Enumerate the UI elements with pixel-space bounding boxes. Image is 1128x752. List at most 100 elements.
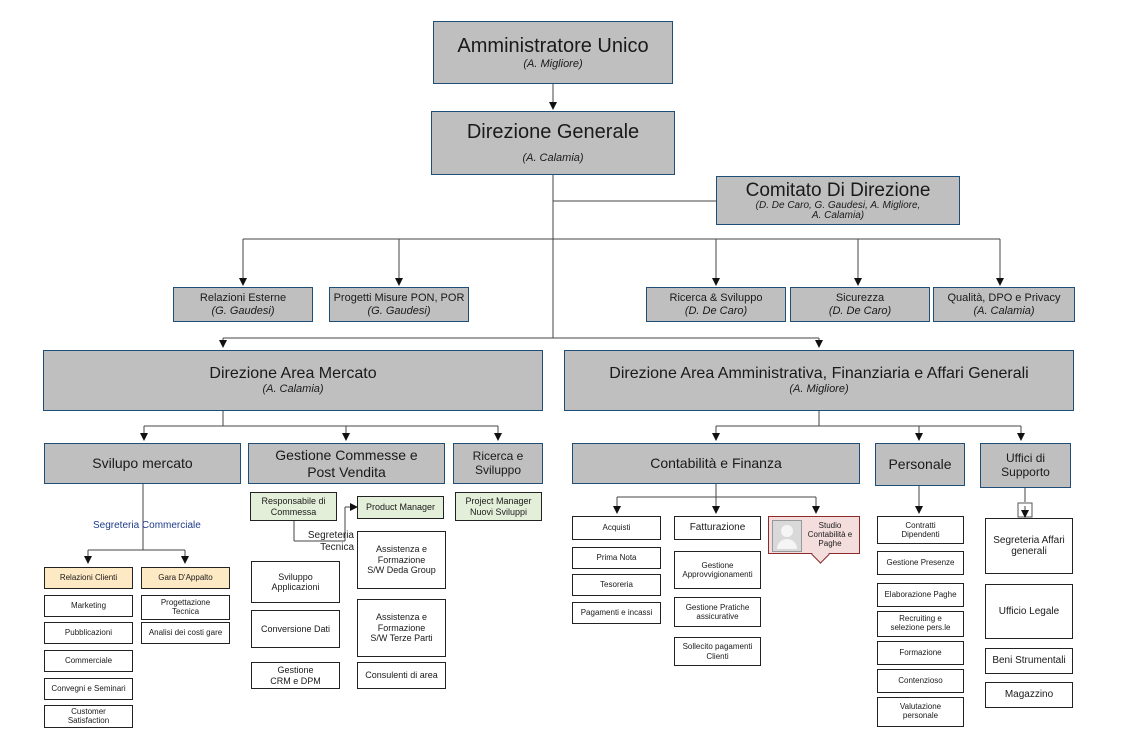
staff-progetti-pon: Progetti Misure PON, POR (G. Gaudesi) xyxy=(329,287,469,322)
studio-contabilita-label: Studio Contabilità e Paghe xyxy=(807,521,853,549)
commesse-title-1: Gestione Commesse e xyxy=(275,447,418,464)
staff-sicurezza: Sicurezza (D. De Caro) xyxy=(790,287,930,322)
comitato-title: Comitato Di Direzione xyxy=(745,179,931,201)
relazioni-clienti-box: Relazioni Clienti xyxy=(44,567,133,589)
valutazione-personale-box: Valutazione personale xyxy=(877,697,964,727)
contratti-dipendenti-box: Contratti Dipendenti xyxy=(877,516,964,544)
list-item-label: Pubblicazioni xyxy=(64,628,113,638)
analisi-costi-box: Analisi dei costi gare xyxy=(141,622,230,644)
responsabile-label-2: Commessa xyxy=(270,506,317,517)
gara-appalto-box: Gara D'Appalto xyxy=(141,567,230,589)
commesse-box: Gestione Commesse e Post Vendita xyxy=(248,443,445,484)
assistenza-terze-box: Assistenza e Formazione S/W Terze Parti xyxy=(357,599,446,657)
area-mercato-box: Direzione Area Mercato (A. Calamia) xyxy=(43,350,543,411)
admin-box: Amministratore Unico (A. Migliore) xyxy=(433,21,673,84)
contabilita-box: Contabilità e Finanza xyxy=(572,443,860,484)
sviluppo-applicazioni-box: Sviluppo Applicazioni xyxy=(251,561,340,603)
comitato-box: Comitato Di Direzione (D. De Caro, G. Ga… xyxy=(716,176,960,225)
segreteria-tecnica-2: Tecnica xyxy=(320,541,354,553)
list-item-label: Commerciale xyxy=(64,656,113,666)
area-amministrativa-title: Direzione Area Amministrativa, Finanziar… xyxy=(609,364,1029,382)
staff-ricerca-sviluppo: Ricerca & Sviluppo (D. De Caro) xyxy=(646,287,786,322)
list-item-label: Gestione Pratiche assicurative xyxy=(685,602,750,621)
dg-box: Direzione Generale (A. Calamia) xyxy=(431,111,675,175)
ricerca-title-1: Ricerca e xyxy=(472,448,524,463)
gestione-presenze-box: Gestione Presenze xyxy=(877,551,964,575)
pubblicazioni-box: Pubblicazioni xyxy=(44,622,133,644)
list-item-label: Sollecito pagamenti Clienti xyxy=(682,642,753,661)
dg-name: (A. Calamia) xyxy=(522,152,584,165)
personale-box: Personale xyxy=(875,443,965,486)
assistenza-terze-3: S/W Terze Parti xyxy=(370,633,433,644)
ufficio-legale-box: Ufficio Legale xyxy=(985,584,1073,639)
staff-title: Ricerca & Sviluppo xyxy=(669,291,763,304)
project-manager-1: Project Manager xyxy=(465,496,532,507)
product-manager-box: Product Manager xyxy=(357,496,444,519)
studio-contabilita-box: Studio Contabilità e Paghe xyxy=(768,516,860,564)
list-item-label: Gestione Approvvigionamenti xyxy=(682,560,753,579)
person-placeholder-icon xyxy=(772,520,802,552)
list-item-label: Tesoreria xyxy=(600,580,633,590)
list-item-label: Acquisti xyxy=(602,523,631,533)
commerciale-box: Commerciale xyxy=(44,650,133,672)
list-item-label: Prima Nota xyxy=(596,553,637,563)
segreteria-commerciale-label: Segreteria Commerciale xyxy=(93,520,201,531)
pagamenti-incassi-box: Pagamenti e incassi xyxy=(572,602,661,624)
sviluppo-mercato-title: Svilupo mercato xyxy=(92,455,193,472)
admin-name: (A. Migliore) xyxy=(523,57,583,70)
formazione-box: Formazione xyxy=(877,641,964,665)
assistenza-deda-box: Assistenza e Formazione S/W Deda Group xyxy=(357,531,446,589)
ricerca-title-2: Sviluppo xyxy=(474,462,522,477)
fatturazione-label: Fatturazione xyxy=(689,522,746,534)
gara-appalto-label: Gara D'Appalto xyxy=(158,573,213,583)
area-mercato-title: Direzione Area Mercato xyxy=(209,364,377,382)
fatturazione-box: Fatturazione xyxy=(674,516,761,540)
dg-title: Direzione Generale xyxy=(466,121,640,144)
list-item-label: Progettazione Tecnica xyxy=(160,597,211,616)
staff-title: Qualità, DPO e Privacy xyxy=(947,291,1061,304)
assistenza-terze-2: Formazione xyxy=(377,622,426,633)
convegni-box: Convegni e Seminari xyxy=(44,678,133,700)
staff-title: Sicurezza xyxy=(835,291,885,304)
elaborazione-paghe-box: Elaborazione Paghe xyxy=(877,583,964,607)
admin-title: Amministratore Unico xyxy=(457,34,649,57)
product-manager-label: Product Manager xyxy=(365,502,436,513)
uffici-supporto-box: Uffici di Supporto xyxy=(980,443,1071,488)
assistenza-deda-1: Assistenza e xyxy=(375,544,428,555)
list-item-label: Conversione Dati xyxy=(260,623,331,634)
gestione-crm-box: Gestione CRM e DPM xyxy=(251,662,340,689)
contabilita-title: Contabilità e Finanza xyxy=(650,455,782,472)
sviluppo-mercato-box: Svilupo mercato xyxy=(44,443,241,484)
area-mercato-name: (A. Calamia) xyxy=(262,383,324,396)
tesoreria-box: Tesoreria xyxy=(572,574,661,596)
list-item-label: Consulenti di area xyxy=(365,670,438,681)
personale-title: Personale xyxy=(888,456,952,473)
pratiche-assicurative-box: Gestione Pratiche assicurative xyxy=(674,597,761,627)
list-item-label: Ufficio Legale xyxy=(998,605,1060,617)
commesse-title-2: Post Vendita xyxy=(307,463,386,480)
assistenza-terze-1: Assistenza e xyxy=(375,612,428,623)
conversione-dati-box: Conversione Dati xyxy=(251,610,340,648)
project-manager-box: Project Manager Nuovi Sviluppi xyxy=(455,492,542,521)
list-item-label: Beni Strumentali xyxy=(992,655,1066,667)
area-amministrativa-box: Direzione Area Amministrativa, Finanziar… xyxy=(564,350,1074,411)
list-item-label: Analisi dei costi gare xyxy=(148,628,223,638)
list-item-label: Formazione xyxy=(899,648,942,658)
list-item-label: Valutazione personale xyxy=(899,702,942,720)
uffici-title-1: Uffici di xyxy=(1005,450,1046,465)
magazzino-box: Magazzino xyxy=(985,682,1073,708)
consulenti-area-box: Consulenti di area xyxy=(357,662,446,689)
list-item-label: Contenzioso xyxy=(898,676,943,686)
relazioni-clienti-label: Relazioni Clienti xyxy=(59,573,118,583)
customer-satisfaction-box: Customer Satisfaction xyxy=(44,705,133,728)
list-item-label: Elaborazione Paghe xyxy=(884,590,957,600)
list-item-label: Customer Satisfaction xyxy=(67,707,110,725)
responsabile-commessa-box: Responsabile di Commessa xyxy=(250,492,337,521)
comitato-name-2: A. Calamia) xyxy=(811,210,865,222)
prima-nota-box: Prima Nota xyxy=(572,547,661,569)
approvvigionamenti-box: Gestione Approvvigionamenti xyxy=(674,551,761,589)
staff-name: (D. De Caro) xyxy=(828,304,892,317)
list-item-label: Sviluppo Applicazioni xyxy=(271,571,320,592)
list-item-label: Marketing xyxy=(70,601,107,611)
